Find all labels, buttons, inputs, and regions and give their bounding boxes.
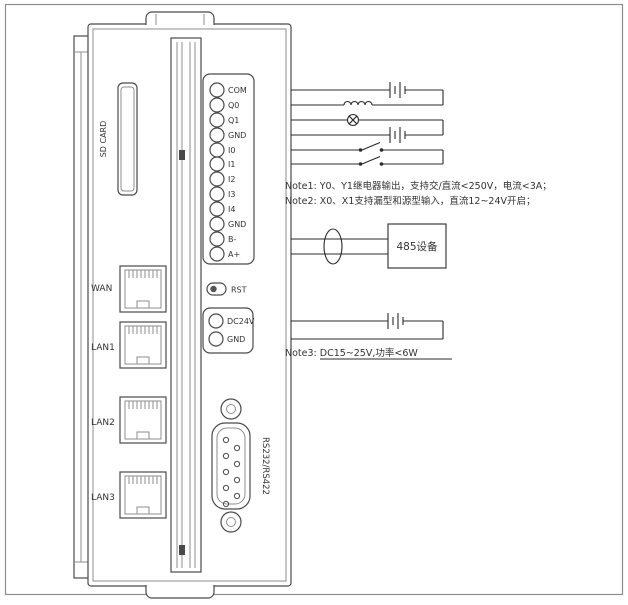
battery-icon [387, 312, 404, 330]
ethernet-port-lan1 [119, 321, 167, 369]
terminal-label-gnd: GND [228, 131, 246, 140]
wire-dc24v [291, 312, 443, 330]
port-label-lan3: LAN3 [91, 493, 115, 503]
door-screw-bottom [179, 545, 185, 555]
terminal-screw [209, 82, 225, 98]
page-border [4, 3, 624, 596]
switch-icon [358, 155, 384, 167]
terminal-screw [209, 216, 225, 232]
terminal-label-gnd2: GND [228, 220, 246, 229]
device-485-label: 485设备 [396, 240, 438, 253]
ethernet-port-wan [119, 265, 167, 313]
serial-port-label: RS232/RS422 [260, 437, 270, 495]
terminal-screw [209, 171, 225, 187]
rst-button: RST [206, 282, 247, 296]
terminal-label-i2: I2 [228, 175, 235, 184]
note3-text: Note3: DC15~25V,功率<6W [285, 347, 418, 359]
note1-text: Note1: Y0、Y1继电器输出，支持交/直流<250V，电流<3A； [285, 180, 552, 192]
ethernet-port-lan2 [119, 396, 167, 444]
ethernet-port-lan3 [119, 471, 167, 519]
terminal-screw [209, 246, 225, 262]
terminal-screw [208, 313, 224, 329]
power-label-gnd: GND [227, 335, 245, 344]
device-485-box [387, 223, 447, 269]
terminal-screw [208, 331, 224, 347]
power-label-dc24v: DC24V [227, 317, 255, 326]
wire-gnd [291, 120, 444, 144]
power-terminal-block: DC24V GND [202, 307, 255, 354]
battery-icon [389, 81, 406, 99]
door-screw-top [179, 150, 185, 160]
rs485-cable: 485设备 [291, 223, 447, 269]
db9-pin [222, 436, 230, 444]
db9-pin [222, 468, 230, 476]
db9-screw-top [220, 398, 242, 420]
door-panel [170, 37, 202, 573]
db9-pin [233, 476, 241, 484]
sd-card-slot: SD CARD [99, 82, 138, 196]
db9-pin [222, 500, 230, 508]
port-label-lan2: LAN2 [91, 418, 115, 428]
db9-screw-bottom [220, 511, 242, 533]
sd-card-label: SD CARD [99, 121, 108, 158]
wire-i1 [291, 150, 444, 167]
wire-com [291, 81, 443, 99]
top-tab [145, 11, 215, 25]
terminal-label-b-: B- [228, 235, 236, 244]
db9-connector: RS232/RS422 [211, 398, 270, 533]
terminal-block: COM Q0 Q1 GND I0 I1 I2 I3 I4 GND B- A+ [202, 73, 255, 265]
terminal-screw [209, 201, 225, 217]
wiring-section: Note1: Y0、Y1继电器输出，支持交/直流<250V，电流<3A； Not… [285, 81, 552, 360]
terminal-label-i3: I3 [228, 190, 235, 199]
lamp-icon [346, 113, 360, 127]
din-rail-clip [73, 35, 90, 579]
cable-shield-icon [323, 228, 343, 265]
plc-device: SD CARD COM Q0 Q1 GND I0 I1 I2 I3 I4 [73, 11, 292, 599]
terminal-label-i4: I4 [228, 205, 235, 214]
terminal-label-com: COM [228, 86, 247, 95]
terminal-screw [209, 186, 225, 202]
coil-icon [343, 100, 373, 106]
port-label-wan: WAN [91, 284, 112, 294]
db9-pin [233, 444, 241, 452]
bottom-tab [145, 585, 215, 599]
note2-text: Note2: X0、X1支持漏型和源型输入，直流12~24V开启； [285, 195, 536, 207]
port-label-lan1: LAN1 [91, 343, 115, 353]
wire-i0 [291, 141, 443, 153]
db9-pin [233, 460, 241, 468]
db9-pin [233, 492, 241, 500]
terminal-screw [209, 142, 225, 158]
rst-label: RST [231, 286, 247, 295]
db9-pin [222, 484, 230, 492]
terminal-screw [209, 97, 225, 113]
terminal-screw [209, 127, 225, 143]
db9-pin [222, 452, 230, 460]
battery-icon [389, 126, 406, 144]
terminal-screw [209, 112, 225, 128]
ethernet-ports: WAN LAN1 LAN2 LAN3 [91, 265, 167, 519]
terminal-screw [209, 156, 225, 172]
device-body-inner [92, 28, 287, 582]
wire-power-gnd [291, 321, 444, 340]
terminal-screw [209, 231, 225, 247]
switch-icon [358, 141, 384, 153]
terminal-label-q0: Q0 [228, 101, 239, 110]
terminal-label-a+: A+ [228, 250, 240, 259]
terminal-label-i0: I0 [228, 146, 235, 155]
terminal-label-i1: I1 [228, 160, 235, 169]
wire-q0 [291, 90, 444, 106]
wire-q1 [291, 113, 443, 127]
terminal-label-q1: Q1 [228, 116, 239, 125]
